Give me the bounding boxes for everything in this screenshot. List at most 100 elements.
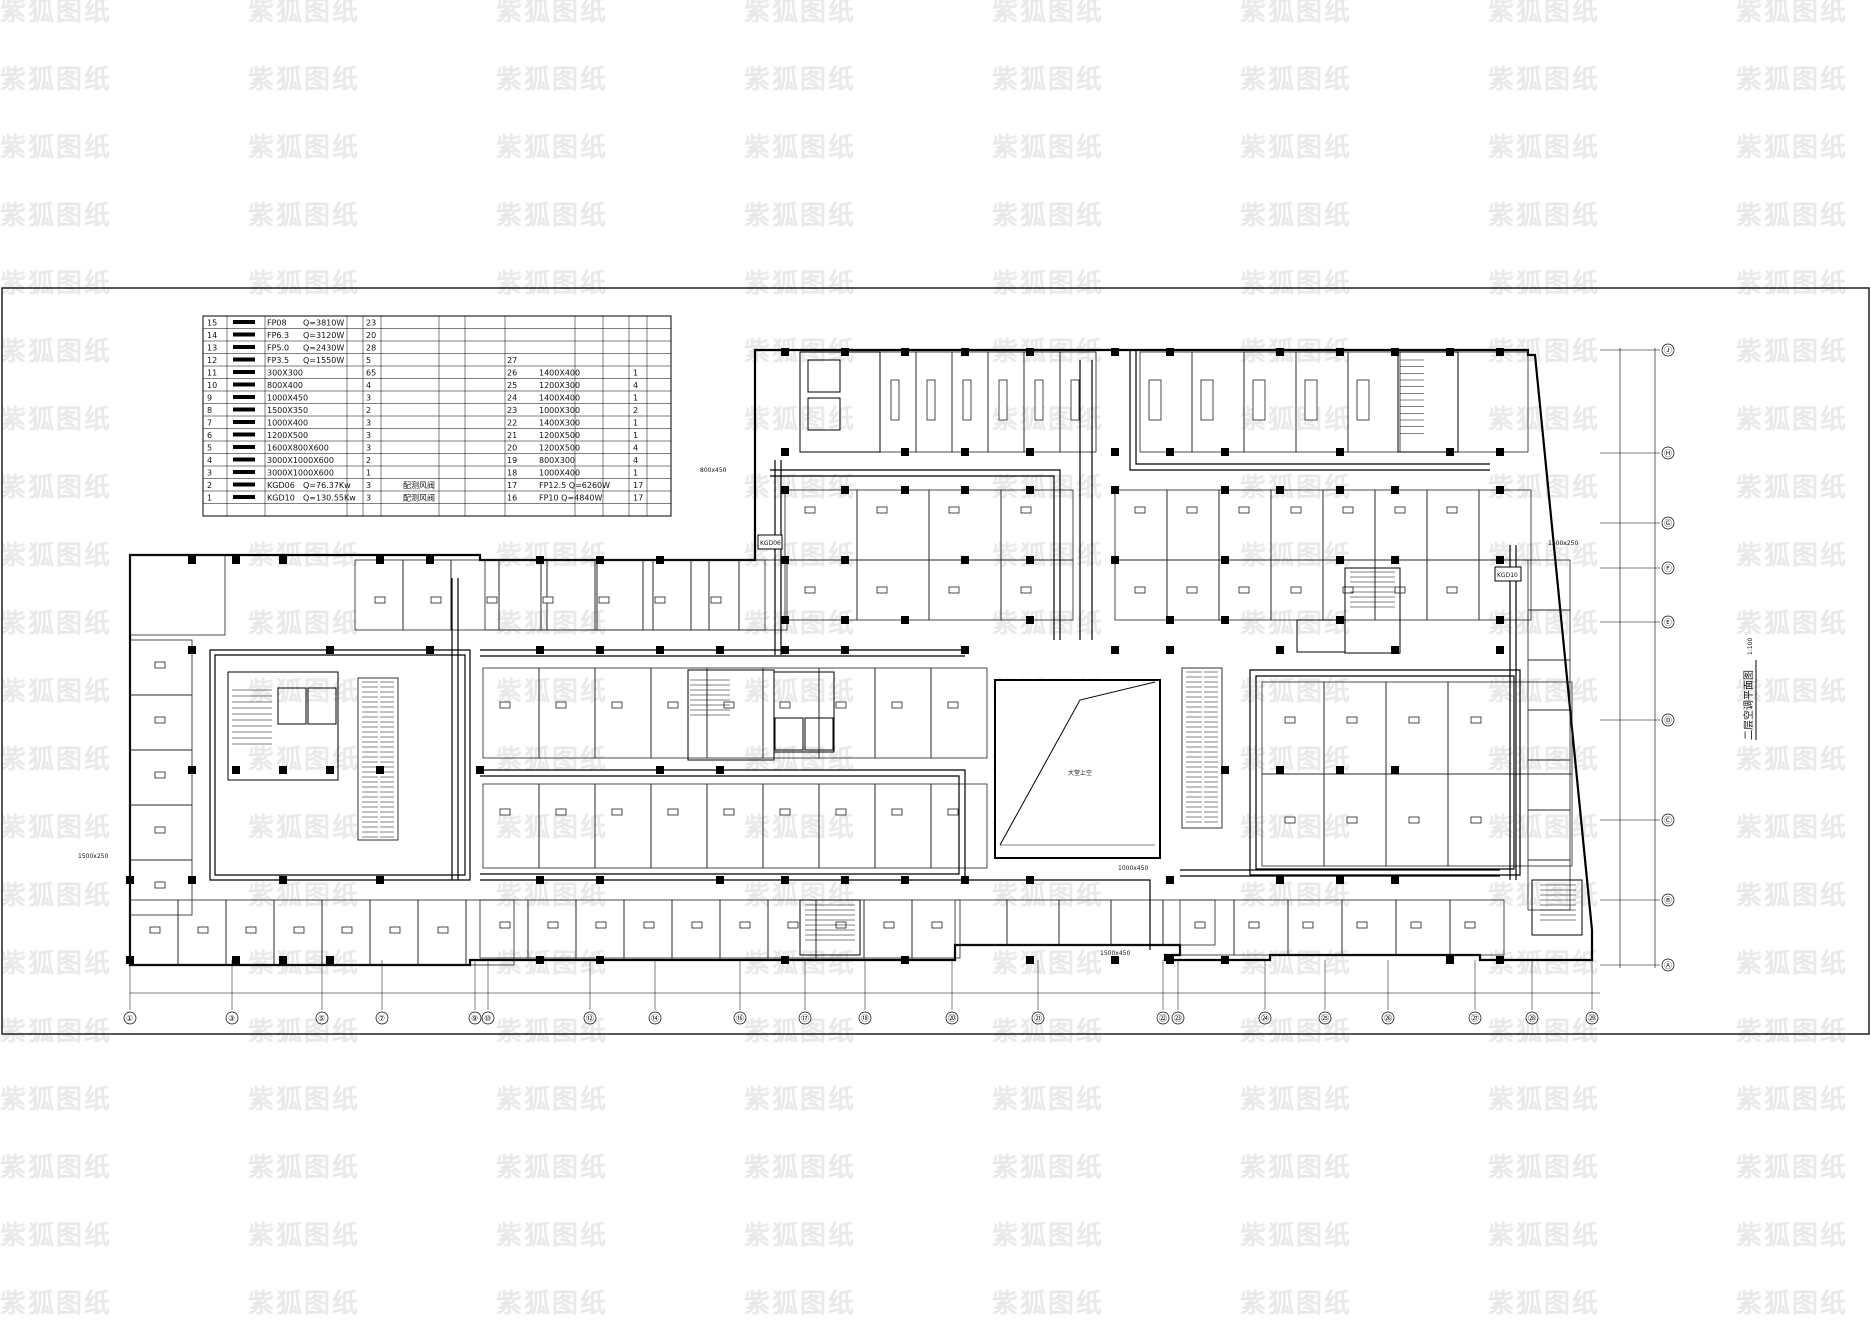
column [1446,956,1454,964]
watermark-text: 紫狐图纸 [0,880,112,911]
watermark-text: 紫狐图纸 [992,608,1104,639]
column [326,956,334,964]
watermark-text: 紫狐图纸 [248,948,360,979]
column [1111,956,1119,964]
watermark-text: 紫狐图纸 [1240,1220,1352,1251]
diffuser [487,597,497,603]
room [651,784,707,868]
table-cell: Q=3810W [303,319,344,328]
table-name-glyph [233,383,255,387]
column [1336,876,1344,884]
column [1391,486,1399,494]
table-cell: 17 [633,481,643,490]
column [1111,646,1119,654]
table-name-glyph [233,458,255,462]
column [1336,486,1344,494]
table-cell: 1500X350 [267,406,308,415]
column [1221,956,1229,964]
room [1386,682,1448,774]
table-name-glyph [233,395,255,399]
watermark-text: 紫狐图纸 [496,608,608,639]
diffuser [932,922,942,928]
watermark-text: 紫狐图纸 [1240,132,1352,163]
watermark-text: 紫狐图纸 [1240,744,1352,775]
diffuser [1347,817,1357,823]
watermark-text: 紫狐图纸 [744,268,856,299]
table-cell: FP6.3 [267,331,289,340]
watermark-text: 紫狐图纸 [248,676,360,707]
watermark-text: 紫狐图纸 [248,200,360,231]
table-name-glyph [233,420,255,424]
column [1026,556,1034,564]
column [1221,616,1229,624]
column [326,766,334,774]
diffuser [1411,922,1421,928]
watermark-text: 紫狐图纸 [744,472,856,503]
table-cell: 4 [633,381,638,390]
watermark-text: 紫狐图纸 [992,540,1104,571]
watermark-text: 紫狐图纸 [744,1288,856,1319]
watermark-text: 紫狐图纸 [744,812,856,843]
grid-label: ⑭ [651,1014,659,1023]
column [781,956,789,964]
table-name-glyph [233,358,255,362]
room [912,900,960,958]
grid-label: ㉙ [1588,1014,1596,1023]
table-cell: 12 [207,356,217,365]
watermark-text: 紫狐图纸 [0,812,112,843]
watermark-text: 紫狐图纸 [992,336,1104,367]
diffuser [1135,587,1145,593]
table-cell: 1400X400 [539,369,580,378]
room [691,560,739,630]
table-cell: 3 [207,469,212,478]
watermark-text: 紫狐图纸 [1488,132,1600,163]
watermark-text: 紫狐图纸 [1488,1220,1600,1251]
watermark-text: 紫狐图纸 [1736,472,1848,503]
watermark-text: 紫狐图纸 [992,1220,1104,1251]
watermark-text: 紫狐图纸 [992,268,1104,299]
column [1336,448,1344,456]
column [1391,556,1399,564]
watermark-text: 紫狐图纸 [496,948,608,979]
column [1166,348,1174,356]
grid-label: Ⓙ [1664,346,1672,355]
diffuser [294,927,304,933]
table-name-glyph [233,445,255,449]
table-cell: 配测风阀 [403,494,435,503]
column [1496,448,1504,456]
duct-tag-2: 1000x450 [1118,865,1148,872]
watermark-text: 紫狐图纸 [496,880,608,911]
diffuser [1195,922,1205,928]
column [1221,486,1229,494]
room [1140,352,1192,452]
diffuser [1135,507,1145,513]
table-cell: 1 [366,469,371,478]
watermark-text: 紫狐图纸 [496,268,608,299]
watermark-text: 紫狐图纸 [1488,472,1600,503]
table-cell: 26 [507,369,517,378]
column [1026,956,1034,964]
table-cell: 65 [366,369,376,378]
column [536,556,544,564]
watermark-text: 紫狐图纸 [1240,0,1352,27]
diffuser [668,702,678,708]
column [1026,448,1034,456]
room [929,490,1001,560]
table-cell: KGD06 [267,481,295,490]
table-cell: 14 [207,331,217,340]
watermark-text: 紫狐图纸 [744,64,856,95]
table-cell: 2 [366,456,371,465]
table-cell: 3 [366,481,371,490]
column [841,616,849,624]
fan-coil-unit [891,380,899,420]
grid-label: ⑩ [484,1014,491,1023]
diffuser [375,597,385,603]
table-cell: 1200X500 [539,444,580,453]
grid-label: Ⓐ [1664,961,1672,970]
diffuser [948,702,958,708]
watermark-text: 紫狐图纸 [496,1152,608,1183]
fan-coil-unit [999,380,1007,420]
atrium-void: 大堂上空 [995,680,1160,858]
column [1336,348,1344,356]
diffuser [788,922,798,928]
